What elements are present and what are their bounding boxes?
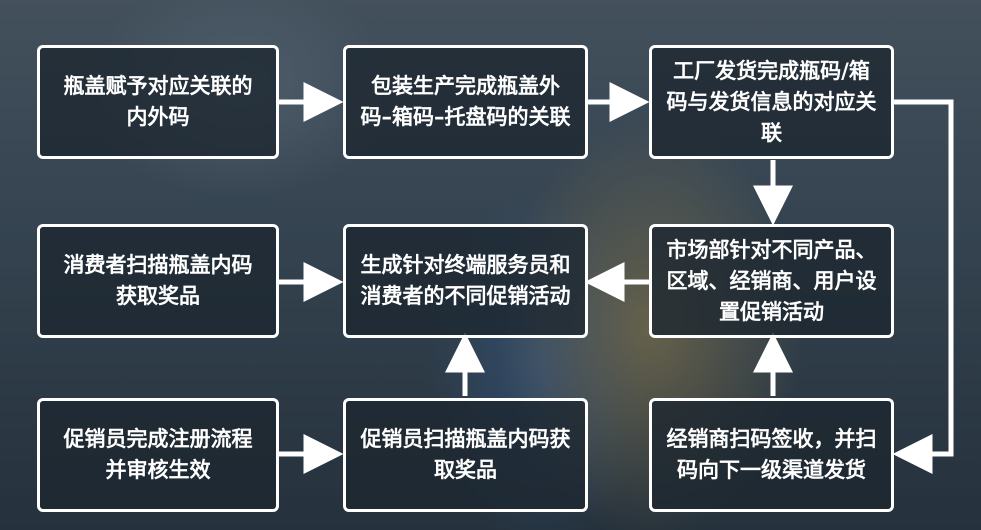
step-box-9: 经销商扫码签收，并扫码向下一级渠道发货 bbox=[649, 398, 894, 512]
step-text-7: 促销员完成注册流程并审核生效 bbox=[63, 427, 253, 482]
step-text-6: 市场部针对不同产品、区域、经销商、用户设置促销活动 bbox=[666, 237, 877, 324]
step-box-5: 生成针对终端服务员和消费者的不同促销活动 bbox=[343, 224, 588, 338]
step-text-2: 包装生产完成瓶盖外码–箱码–托盘码的关联 bbox=[360, 74, 571, 129]
step-box-3: 工厂发货完成瓶码/箱码与发货信息的对应关联 bbox=[649, 45, 894, 159]
arrow-b3-b9 bbox=[892, 99, 954, 474]
step-text-9: 经销商扫码签收，并扫码向下一级渠道发货 bbox=[666, 427, 877, 482]
step-text-4: 消费者扫描瓶盖内码获取奖品 bbox=[63, 253, 253, 308]
step-text-1: 瓶盖赋予对应关联的内外码 bbox=[63, 74, 253, 129]
step-box-2: 包装生产完成瓶盖外码–箱码–托盘码的关联 bbox=[343, 45, 588, 159]
step-box-7: 促销员完成注册流程并审核生效 bbox=[37, 398, 279, 512]
step-text-3: 工厂发货完成瓶码/箱码与发货信息的对应关联 bbox=[666, 58, 877, 145]
step-text-5: 生成针对终端服务员和消费者的不同促销活动 bbox=[360, 253, 571, 308]
step-box-8: 促销员扫描瓶盖内码获取奖品 bbox=[343, 398, 588, 512]
step-box-1: 瓶盖赋予对应关联的内外码 bbox=[37, 45, 279, 159]
step-text-8: 促销员扫描瓶盖内码获取奖品 bbox=[360, 427, 571, 482]
step-box-6: 市场部针对不同产品、区域、经销商、用户设置促销活动 bbox=[649, 224, 894, 338]
step-box-4: 消费者扫描瓶盖内码获取奖品 bbox=[37, 224, 279, 338]
